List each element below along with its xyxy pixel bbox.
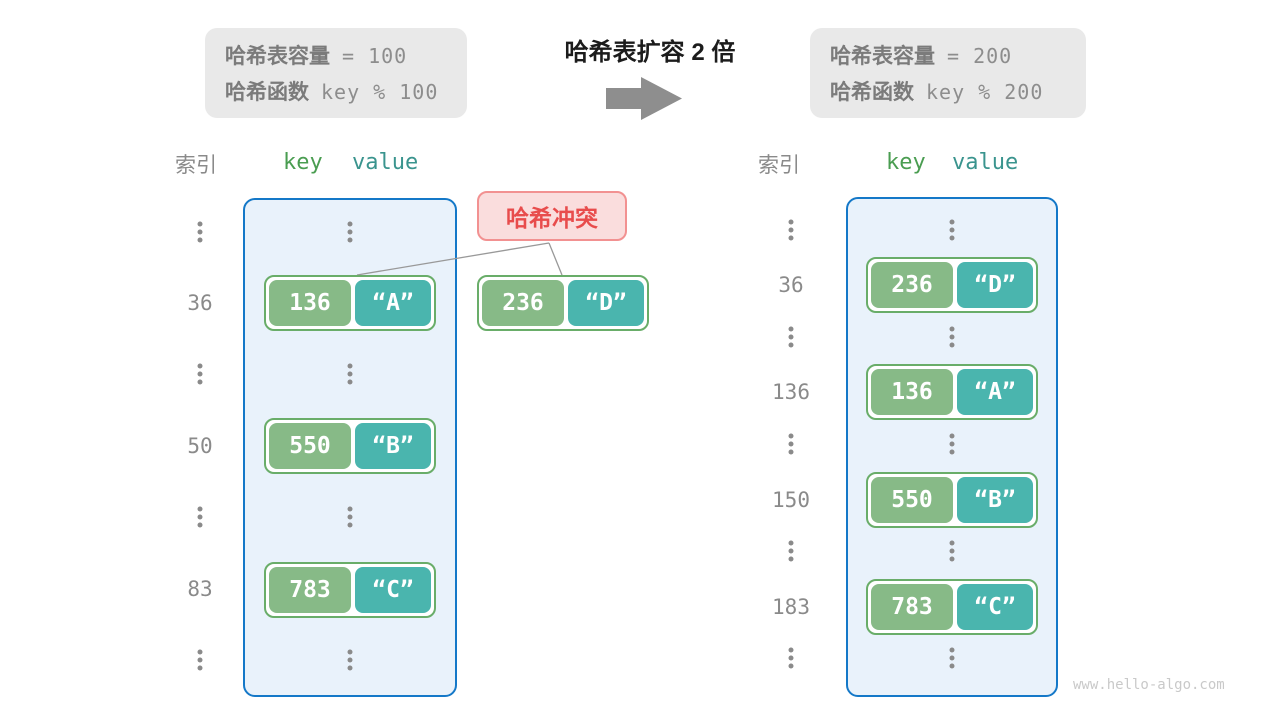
right-hash-function-label: 哈希函数 [830,81,914,104]
right-key-column-header: key [886,150,926,175]
value-cell: “D” [568,280,644,326]
left-key-column-header: key [283,150,323,175]
right-value-column-header: value [952,150,1019,175]
value-cell: “B” [957,477,1033,523]
kv-pair-783-C: 783 “C” [866,579,1038,635]
ellipsis-icon [347,649,353,671]
right-arrow-icon [606,77,682,120]
ellipsis-icon [347,506,353,528]
ellipsis-icon [197,649,203,671]
kv-pair-136-A: 136 “A” [866,364,1038,420]
ellipsis-icon [788,219,794,241]
right-index-136: 136 [772,380,810,404]
right-hash-function-line: 哈希函数 key % 200 [830,76,1066,106]
key-cell: 550 [871,477,953,523]
hash-conflict-label: 哈希冲突 [477,191,627,241]
left-hash-function-line: 哈希函数 key % 100 [225,76,447,106]
kv-pair-550-B: 550 “B” [866,472,1038,528]
kv-pair-783-C: 783 “C” [264,562,436,618]
ellipsis-icon [949,326,955,348]
key-cell: 783 [269,567,351,613]
left-index-36: 36 [187,291,213,315]
key-cell: 783 [871,584,953,630]
watermark: www.hello-algo.com [1073,677,1225,693]
left-capacity-line: 哈希表容量 = 100 [225,40,447,70]
left-index-83: 83 [187,577,213,601]
right-capacity-value: = 200 [947,44,1013,68]
value-cell: “D” [957,262,1033,308]
value-cell: “A” [355,280,431,326]
right-capacity-info-box: 哈希表容量 = 200 哈希函数 key % 200 [810,28,1086,118]
ellipsis-icon [197,221,203,243]
value-cell: “B” [355,423,431,469]
ellipsis-icon [788,326,794,348]
ellipsis-icon [347,363,353,385]
key-cell: 236 [871,262,953,308]
right-index-36: 36 [778,273,804,297]
transition-title: 哈希表扩容 2 倍 [564,39,736,66]
ellipsis-icon [197,506,203,528]
kv-pair-236-D-conflict: 236 “D” [477,275,649,331]
right-index-column-header: 索引 [758,154,800,177]
ellipsis-icon [197,363,203,385]
value-cell: “C” [355,567,431,613]
ellipsis-icon [788,647,794,669]
key-cell: 136 [871,369,953,415]
ellipsis-icon [949,433,955,455]
right-capacity-label: 哈希表容量 [830,45,935,68]
kv-pair-136-A: 136 “A” [264,275,436,331]
right-capacity-line: 哈希表容量 = 200 [830,40,1066,70]
left-hash-function-value: key % 100 [321,80,439,104]
ellipsis-icon [788,540,794,562]
left-capacity-label: 哈希表容量 [225,45,330,68]
right-hash-function-value: key % 200 [926,80,1044,104]
value-cell: “C” [957,584,1033,630]
left-index-50: 50 [187,434,213,458]
key-cell: 236 [482,280,564,326]
left-capacity-value: = 100 [342,44,408,68]
right-index-150: 150 [772,488,810,512]
left-capacity-info-box: 哈希表容量 = 100 哈希函数 key % 100 [205,28,467,118]
kv-pair-236-D: 236 “D” [866,257,1038,313]
value-cell: “A” [957,369,1033,415]
ellipsis-icon [347,221,353,243]
ellipsis-icon [949,540,955,562]
ellipsis-icon [788,433,794,455]
left-value-column-header: value [352,150,419,175]
left-hash-function-label: 哈希函数 [225,81,309,104]
ellipsis-icon [949,647,955,669]
right-index-183: 183 [772,595,810,619]
left-index-column-header: 索引 [175,154,217,177]
key-cell: 136 [269,280,351,326]
key-cell: 550 [269,423,351,469]
ellipsis-icon [949,219,955,241]
kv-pair-550-B: 550 “B” [264,418,436,474]
